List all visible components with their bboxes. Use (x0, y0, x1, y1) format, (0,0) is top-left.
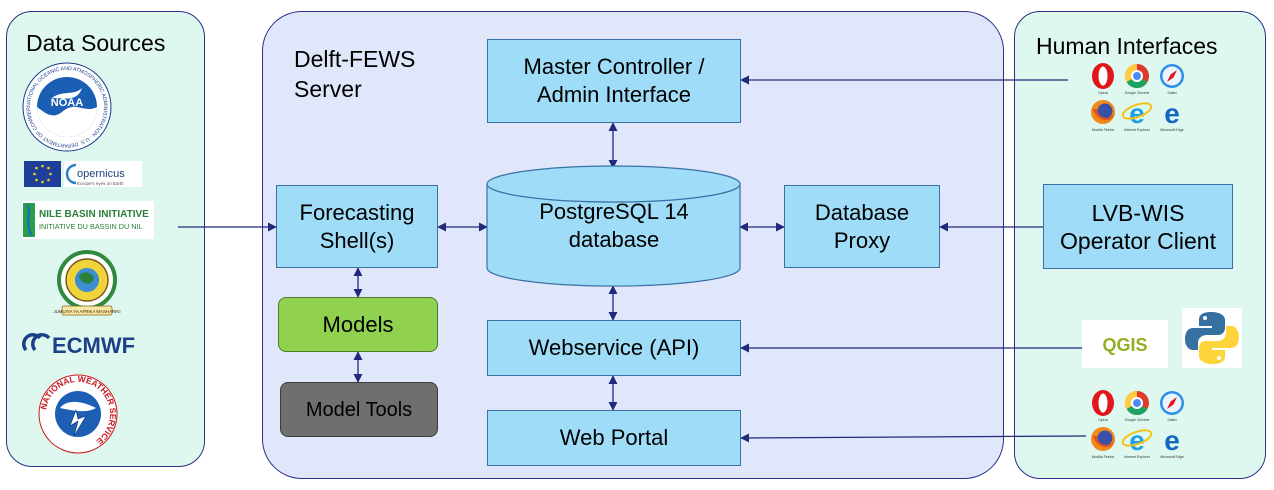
svg-text:e: e (1164, 98, 1180, 129)
svg-text:Mozilla Firefox: Mozilla Firefox (1092, 455, 1115, 459)
edge-icon: e Microsoft Edge (1160, 98, 1183, 132)
chrome-icon: Google Chrome (1125, 391, 1150, 422)
noaa-logo: NATIONAL OCEANIC AND ATMOSPHERIC ADMINIS… (22, 62, 112, 152)
svg-text:Google Chrome: Google Chrome (1125, 418, 1150, 422)
database-label: PostgreSQL 14 database (539, 199, 689, 252)
svg-text:Europe's eyes on Earth: Europe's eyes on Earth (77, 181, 124, 186)
svg-text:NILE BASIN INITIATIVE: NILE BASIN INITIATIVE (39, 209, 149, 220)
svg-text:Opera: Opera (1098, 91, 1108, 95)
svg-text:Microsoft Edge: Microsoft Edge (1160, 128, 1183, 132)
svg-text:Google Chrome: Google Chrome (1125, 91, 1150, 95)
models-box: Models (278, 297, 438, 352)
internet-explorer-icon: e Internet Explorer (1121, 425, 1153, 459)
svg-text:NOAA: NOAA (51, 97, 83, 109)
chrome-icon: Google Chrome (1125, 63, 1150, 95)
safari-icon: Safari (1160, 64, 1184, 95)
nws-logo: NATIONAL WEATHER SERVICE (38, 374, 118, 454)
web-portal-box: Web Portal (487, 410, 741, 466)
svg-text:ECMWF: ECMWF (52, 333, 135, 358)
model-tools-box: Model Tools (280, 382, 438, 437)
nile-basin-initiative-logo: NILE BASIN INITIATIVE INITIATIVE DU BASS… (22, 201, 154, 239)
browsers-bottom-icons: Opera Google Chrome Safari Mozilla Firef… (1091, 390, 1184, 459)
opera-icon: Opera (1092, 390, 1114, 422)
connector-browsers-to-portal (740, 433, 1087, 443)
edge-icon: e Microsoft Edge (1160, 425, 1183, 459)
svg-text:opernicus: opernicus (77, 168, 125, 180)
data-sources-title: Data Sources (26, 30, 166, 56)
svg-text:e: e (1164, 425, 1180, 456)
database-cylinder (486, 165, 741, 287)
svg-text:JUMUIYA YA AFRIKA MASHARIKI: JUMUIYA YA AFRIKA MASHARIKI (53, 309, 120, 314)
firefox-icon: Mozilla Firefox (1091, 100, 1115, 132)
firefox-icon: Mozilla Firefox (1091, 427, 1115, 459)
svg-text:Internet Explorer: Internet Explorer (1124, 128, 1151, 132)
human-interfaces-title: Human Interfaces (1036, 33, 1218, 59)
svg-text:Safari: Safari (1167, 91, 1176, 95)
svg-text:QGIS: QGIS (1102, 335, 1147, 355)
svg-text:Mozilla Firefox: Mozilla Firefox (1092, 128, 1115, 132)
python-logo (1182, 308, 1242, 368)
forecasting-shell-box: Forecasting Shell(s) (276, 185, 438, 268)
safari-icon: Safari (1160, 391, 1184, 422)
internet-explorer-icon: e Internet Explorer (1121, 98, 1153, 132)
svg-text:Opera: Opera (1098, 418, 1108, 422)
browsers-top-icons: Opera Google Chrome Safari Mozilla Firef… (1091, 63, 1184, 132)
server-title: Delft-FEWS Server (294, 46, 416, 102)
master-controller-box: Master Controller / Admin Interface (487, 39, 741, 123)
database-proxy-box: Database Proxy (784, 185, 940, 268)
svg-text:Safari: Safari (1167, 418, 1176, 422)
opera-icon: Opera (1092, 63, 1114, 95)
ecmwf-logo: ECMWF (22, 333, 135, 358)
svg-text:Internet Explorer: Internet Explorer (1124, 455, 1151, 459)
svg-text:INITIATIVE DU BASSIN DU NIL: INITIATIVE DU BASSIN DU NIL (39, 222, 143, 231)
lvb-wis-client-box: LVB-WIS Operator Client (1043, 184, 1233, 269)
qgis-logo: QGIS (1082, 320, 1168, 368)
svg-text:Microsoft Edge: Microsoft Edge (1160, 455, 1183, 459)
webservice-box: Webservice (API) (487, 320, 741, 376)
copernicus-logo: opernicus Europe's eyes on Earth (24, 161, 142, 187)
eac-emblem: JUMUIYA YA AFRIKA MASHARIKI (53, 250, 121, 316)
